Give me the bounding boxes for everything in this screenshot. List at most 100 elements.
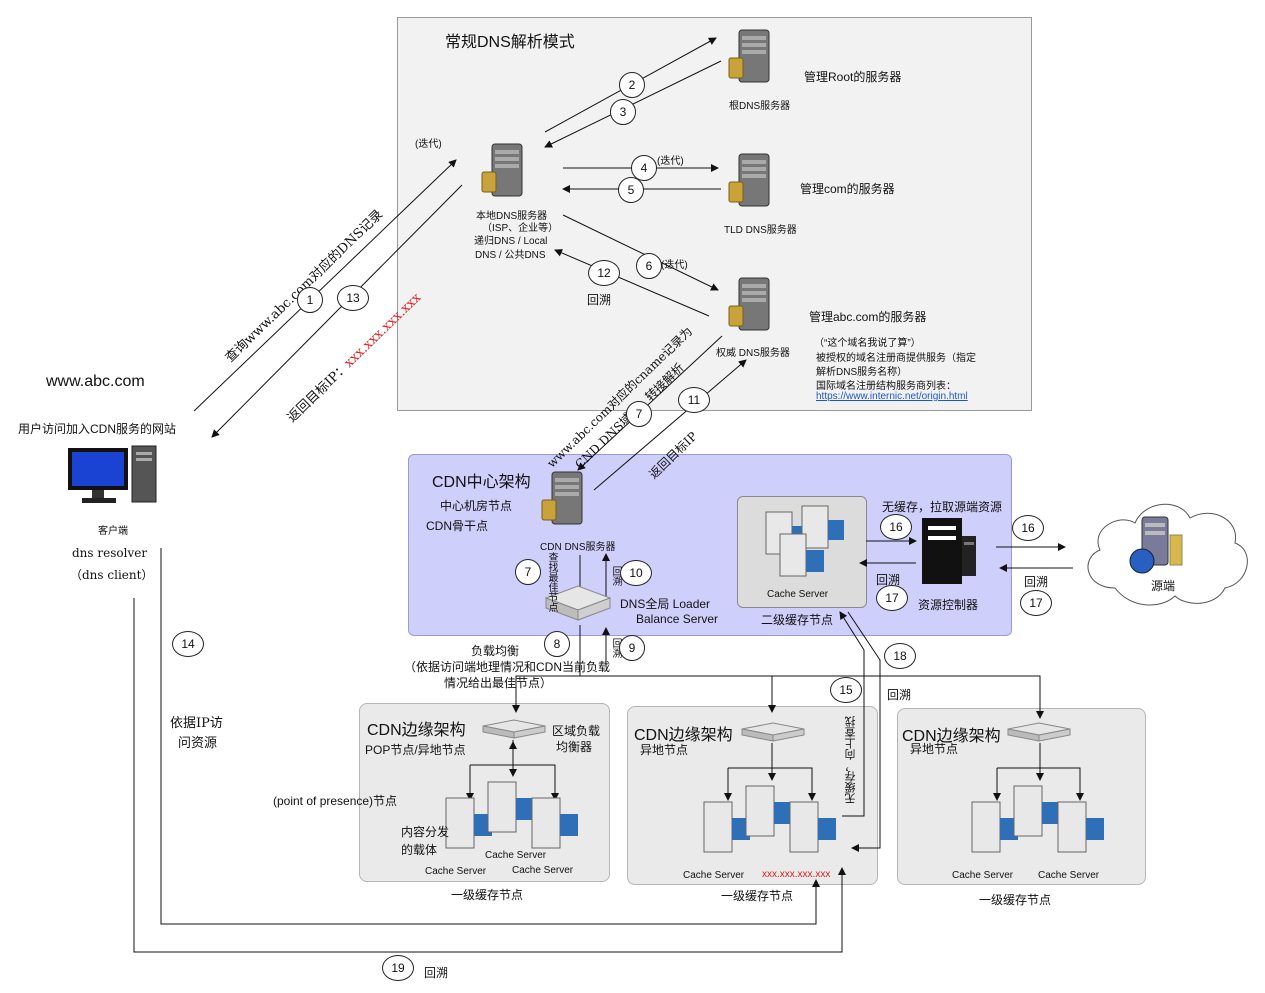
lb-title: 负载均衡 <box>471 644 520 658</box>
edge1-carrier1: 内容分发 <box>401 825 450 839</box>
local-dns-line3: 递归DNS / Local <box>474 236 548 247</box>
edge1-level: 一级缓存节点 <box>451 888 524 902</box>
edge3-cs1: Cache Server <box>952 870 1014 881</box>
edge2-title: CDN边缘架构 <box>634 727 733 744</box>
edge3-lb-icon <box>1006 721 1072 748</box>
step-3: 3 <box>610 99 636 125</box>
root-desc: 管理Root的服务器 <box>804 70 902 84</box>
edge1-lb-icon <box>481 718 547 745</box>
dns-mode-panel <box>397 17 1032 411</box>
step-4: 4 <box>631 155 657 181</box>
edge1-servers-icon <box>440 778 590 867</box>
step-6: 6 <box>636 253 662 279</box>
client-label: 客户端 <box>98 526 128 537</box>
edge2-sub: 异地节点 <box>640 743 689 757</box>
auth-note2: 被授权的域名注册商提供服务（指定 <box>816 353 976 364</box>
client-site: www.abc.com <box>46 373 145 390</box>
client-resolver2: （dns client） <box>70 568 154 582</box>
step-18: 18 <box>884 643 916 669</box>
step-15: 15 <box>830 677 862 703</box>
gslb-line2: Balance Server <box>636 612 719 626</box>
edge1-pop: (point of presence)节点 <box>273 794 398 808</box>
cache2-label: 二级缓存节点 <box>761 613 834 627</box>
step-8: 8 <box>544 631 570 657</box>
resource-ctrl-label: 资源控制器 <box>918 598 979 612</box>
iter-label-4: (迭代) <box>657 156 684 167</box>
huisu-17b: 回溯 <box>1024 575 1049 589</box>
auth-dns-server-icon <box>727 276 775 339</box>
origin-label: 源端 <box>1151 579 1176 593</box>
auth-label: 权威 DNS服务器 <box>716 348 790 359</box>
edge1-title: CDN边缘架构 <box>367 722 466 739</box>
step-10: 10 <box>620 560 652 586</box>
edge1-lb2: 均衡器 <box>556 740 593 754</box>
edge1-sub: POP节点/异地节点 <box>365 743 466 757</box>
local-dns-server-icon <box>480 142 528 205</box>
edge3-sub: 异地节点 <box>910 742 959 756</box>
step-2: 2 <box>619 72 645 98</box>
internic-link[interactable]: https://www.internic.net/origin.html <box>816 391 968 402</box>
client-resolver1: dns resolver <box>72 546 148 560</box>
step-9: 9 <box>619 635 645 661</box>
edge2-cs1: Cache Server <box>683 870 745 881</box>
client-desc: 用户访问加入CDN服务的网站 <box>18 422 176 436</box>
dns-title: 常规DNS解析模式 <box>445 34 575 51</box>
auth-note1: （“这个域名我说了算”） <box>814 338 921 349</box>
huisu-18: 回溯 <box>887 688 912 702</box>
cdn-center-node1: 中心机房节点 <box>440 499 513 513</box>
root-dns-server-icon <box>727 28 775 91</box>
edge1-cs2: Cache Server <box>485 850 547 861</box>
edge2-ip: xxx.xxx.xxx.xxx <box>762 869 831 880</box>
step-13: 13 <box>337 285 369 311</box>
local-dns-line1: 本地DNS服务器 <box>476 211 548 222</box>
edge3-level: 一级缓存节点 <box>979 893 1052 907</box>
huisu-19: 回溯 <box>424 966 449 980</box>
find-best: 查找最佳节点 <box>546 552 557 612</box>
step-16a: 16 <box>880 514 912 540</box>
local-dns-line2: （ISP、企业等） <box>482 223 559 234</box>
edge3-servers-icon <box>968 782 1118 871</box>
auth-note4: 国际域名注册结构服务商列表： <box>816 381 956 392</box>
access-text2: 问资源 <box>178 736 218 751</box>
access-text1: 依据IP访 <box>170 716 223 731</box>
step-16b: 16 <box>1012 515 1044 541</box>
cdn-dns-label: CDN DNS服务器 <box>540 542 616 553</box>
origin-server-icon <box>1128 515 1192 584</box>
huisu-10: 回溯 <box>610 566 621 586</box>
edge2-servers-icon <box>700 782 850 871</box>
lb-desc2: 情况给出最佳节点） <box>444 676 553 690</box>
iter-label: (迭代) <box>415 139 442 150</box>
auth-desc: 管理abc.com的服务器 <box>809 310 927 324</box>
step-17a: 17 <box>876 585 908 611</box>
step-11: 11 <box>678 387 710 413</box>
iter-label-6: (迭代) <box>661 260 688 271</box>
cdn-center-node2: CDN骨干点 <box>426 519 488 533</box>
client-pc-icon <box>66 444 160 511</box>
edge1-lb: 区域负载 <box>552 724 601 738</box>
tld-dns-server-icon <box>727 152 775 215</box>
edge3-title: CDN边缘架构 <box>902 728 1001 745</box>
edge1-cs1: Cache Server <box>425 866 487 877</box>
step-5: 5 <box>618 177 644 203</box>
step-7a: 7 <box>626 401 652 427</box>
resource-controller-icon <box>918 516 980 593</box>
cache2-servers-icon <box>762 504 854 593</box>
gslb-line1: DNS全局 Loader <box>620 597 711 611</box>
tld-desc: 管理com的服务器 <box>800 182 895 196</box>
huisu-12-label: 回溯 <box>587 293 612 307</box>
lb-desc1: （依据访问端地理情况和CDN当前负载 <box>404 660 610 674</box>
step-12: 12 <box>588 260 620 286</box>
step-17b: 17 <box>1020 590 1052 616</box>
local-dns-line4: DNS / 公共DNS <box>475 250 546 261</box>
edge2-level: 一级缓存节点 <box>721 889 794 903</box>
cdn-center-panel <box>408 454 1012 636</box>
step-14: 14 <box>172 631 204 657</box>
root-label: 根DNS服务器 <box>729 101 791 112</box>
step-7b: 7 <box>515 559 541 585</box>
auth-note3: 解析DNS服务名称） <box>816 367 908 378</box>
gslb-appliance-icon <box>542 582 614 627</box>
step-19: 19 <box>382 955 414 981</box>
huisu-9: 回溯 <box>610 638 621 658</box>
edge3-cs2: Cache Server <box>1038 870 1100 881</box>
